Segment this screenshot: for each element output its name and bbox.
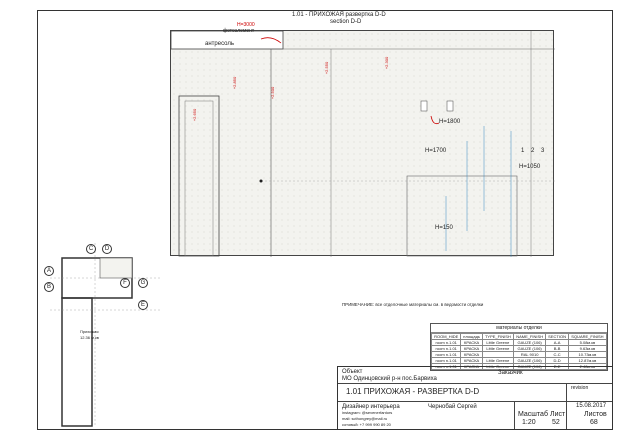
sheet-label: Лист: [550, 411, 566, 418]
phone: сотовый: +7 999 990 89 20: [342, 422, 391, 427]
label-photo: фотоэлемент: [223, 28, 255, 34]
materials-title: материалы отделки: [431, 324, 607, 333]
section-label: section D-D: [330, 19, 362, 25]
date: 15.08.2017: [576, 403, 607, 409]
height-mark-1050: H=1050: [519, 164, 541, 170]
label-antresol: антресоль: [205, 41, 234, 47]
title-block: Объект МО Одинцовский р-н пос.Барвиха За…: [337, 366, 613, 430]
sheet-frame: [37, 10, 613, 430]
height-mark-1700: H=1700: [425, 148, 447, 154]
plan-marker: B: [44, 282, 54, 292]
divider: [566, 383, 567, 429]
revision-label: revision: [571, 385, 589, 391]
sheets-value: 68: [590, 419, 598, 426]
object-label: Объект: [342, 369, 363, 375]
dim-2: +2.500: [270, 86, 276, 100]
plan-marker: F: [120, 278, 130, 288]
plan-marker: D: [102, 244, 112, 254]
dim-3: +2.650: [192, 108, 198, 122]
sheet-value: 52: [552, 419, 560, 426]
object-value: МО Одинцовский р-н пос.Барвиха: [342, 376, 437, 382]
table-cell: Little Greene: [481, 345, 514, 352]
divider: [338, 383, 612, 384]
plan-marker: A: [44, 266, 54, 276]
scale-value: 1:20: [522, 419, 536, 426]
materials-header-row: ROOM_HIDE площадь TYPE_FINISH NAME_FINIS…: [430, 333, 608, 340]
table-cell: Little Greene: [481, 339, 514, 346]
plan-marker: G: [138, 278, 148, 288]
designer-label: Дизайнер интерьера: [342, 404, 400, 410]
dim-1: +2.850: [232, 76, 238, 90]
table-cell: КРАСКА: [460, 339, 483, 346]
table-cell: Little Greene: [481, 357, 514, 364]
plan-room-label: Прихожая: [80, 329, 99, 334]
dim-5: +2.550: [324, 61, 330, 75]
col-header: TYPE_FINISH: [481, 333, 514, 340]
socket-2: 2: [531, 148, 535, 154]
table-cell: КРАСКА: [460, 345, 483, 352]
sheet-title: 1.01 ПРИХОЖАЯ - РАЗВЕРТКА D-D: [346, 387, 480, 396]
table-cell: room n.1.01: [430, 339, 462, 346]
scale-label: Масштаб: [518, 411, 548, 418]
divider: [338, 401, 612, 402]
label-h3000: H=3000: [237, 22, 255, 28]
height-mark-1800: H=1800: [439, 119, 461, 125]
plan-marker: E: [138, 300, 148, 310]
table-cell: GAUZE (106): [512, 345, 547, 352]
height-mark-150: H=150: [435, 225, 453, 231]
floor-plan: A B C D E F G Прихожая 12.36 м.кв: [40, 238, 170, 428]
plan-marker: C: [86, 244, 96, 254]
mail: mail: scthongrey@mail.ru: [342, 416, 388, 421]
materials-note: ПРИМЕЧАНИЕ: все отделочные материалы см.…: [342, 302, 484, 307]
table-cell: КРАСКА: [460, 351, 483, 358]
wall-elevation: H=3000 фотоэлемент антресоль +2.850 +2.5…: [170, 23, 555, 257]
divider: [514, 401, 515, 429]
table-cell: room n.1.01: [430, 351, 462, 358]
dim-4: +2.300: [384, 56, 390, 70]
socket-1: 1: [521, 148, 525, 154]
sheet-header-title: 1.01 - ПРИХОЖАЯ развертка D-D: [292, 12, 386, 18]
sheets-label: Листов: [584, 411, 607, 418]
designer-name: Чернобай Сергей: [428, 404, 477, 410]
table-cell: room n.1.01: [430, 357, 462, 364]
col-header: площадь: [460, 333, 483, 340]
table-cell: GAUZE (106): [512, 357, 547, 364]
table-cell: GAUZE (106): [512, 339, 547, 346]
socket-3: 3: [541, 148, 545, 154]
col-header: NAME_FINISH: [512, 333, 547, 340]
table-cell: КРАСКА: [460, 357, 483, 364]
plan-room-area: 12.36 м.кв: [80, 335, 99, 340]
table-cell: room n.1.01: [430, 345, 462, 352]
instagram: instagram: @sevenerfantors: [342, 410, 393, 415]
materials-table: материалы отделки ROOM_HIDE площадь TYPE…: [430, 323, 608, 371]
col-header: SECTION: [545, 333, 569, 340]
plan-lines: [50, 243, 160, 427]
client-label: Заказчик: [498, 370, 523, 376]
col-header: SQUARE_FINISH: [567, 333, 608, 340]
col-header: ROOM_HIDE: [430, 333, 462, 340]
elevation-lines: [171, 31, 555, 257]
